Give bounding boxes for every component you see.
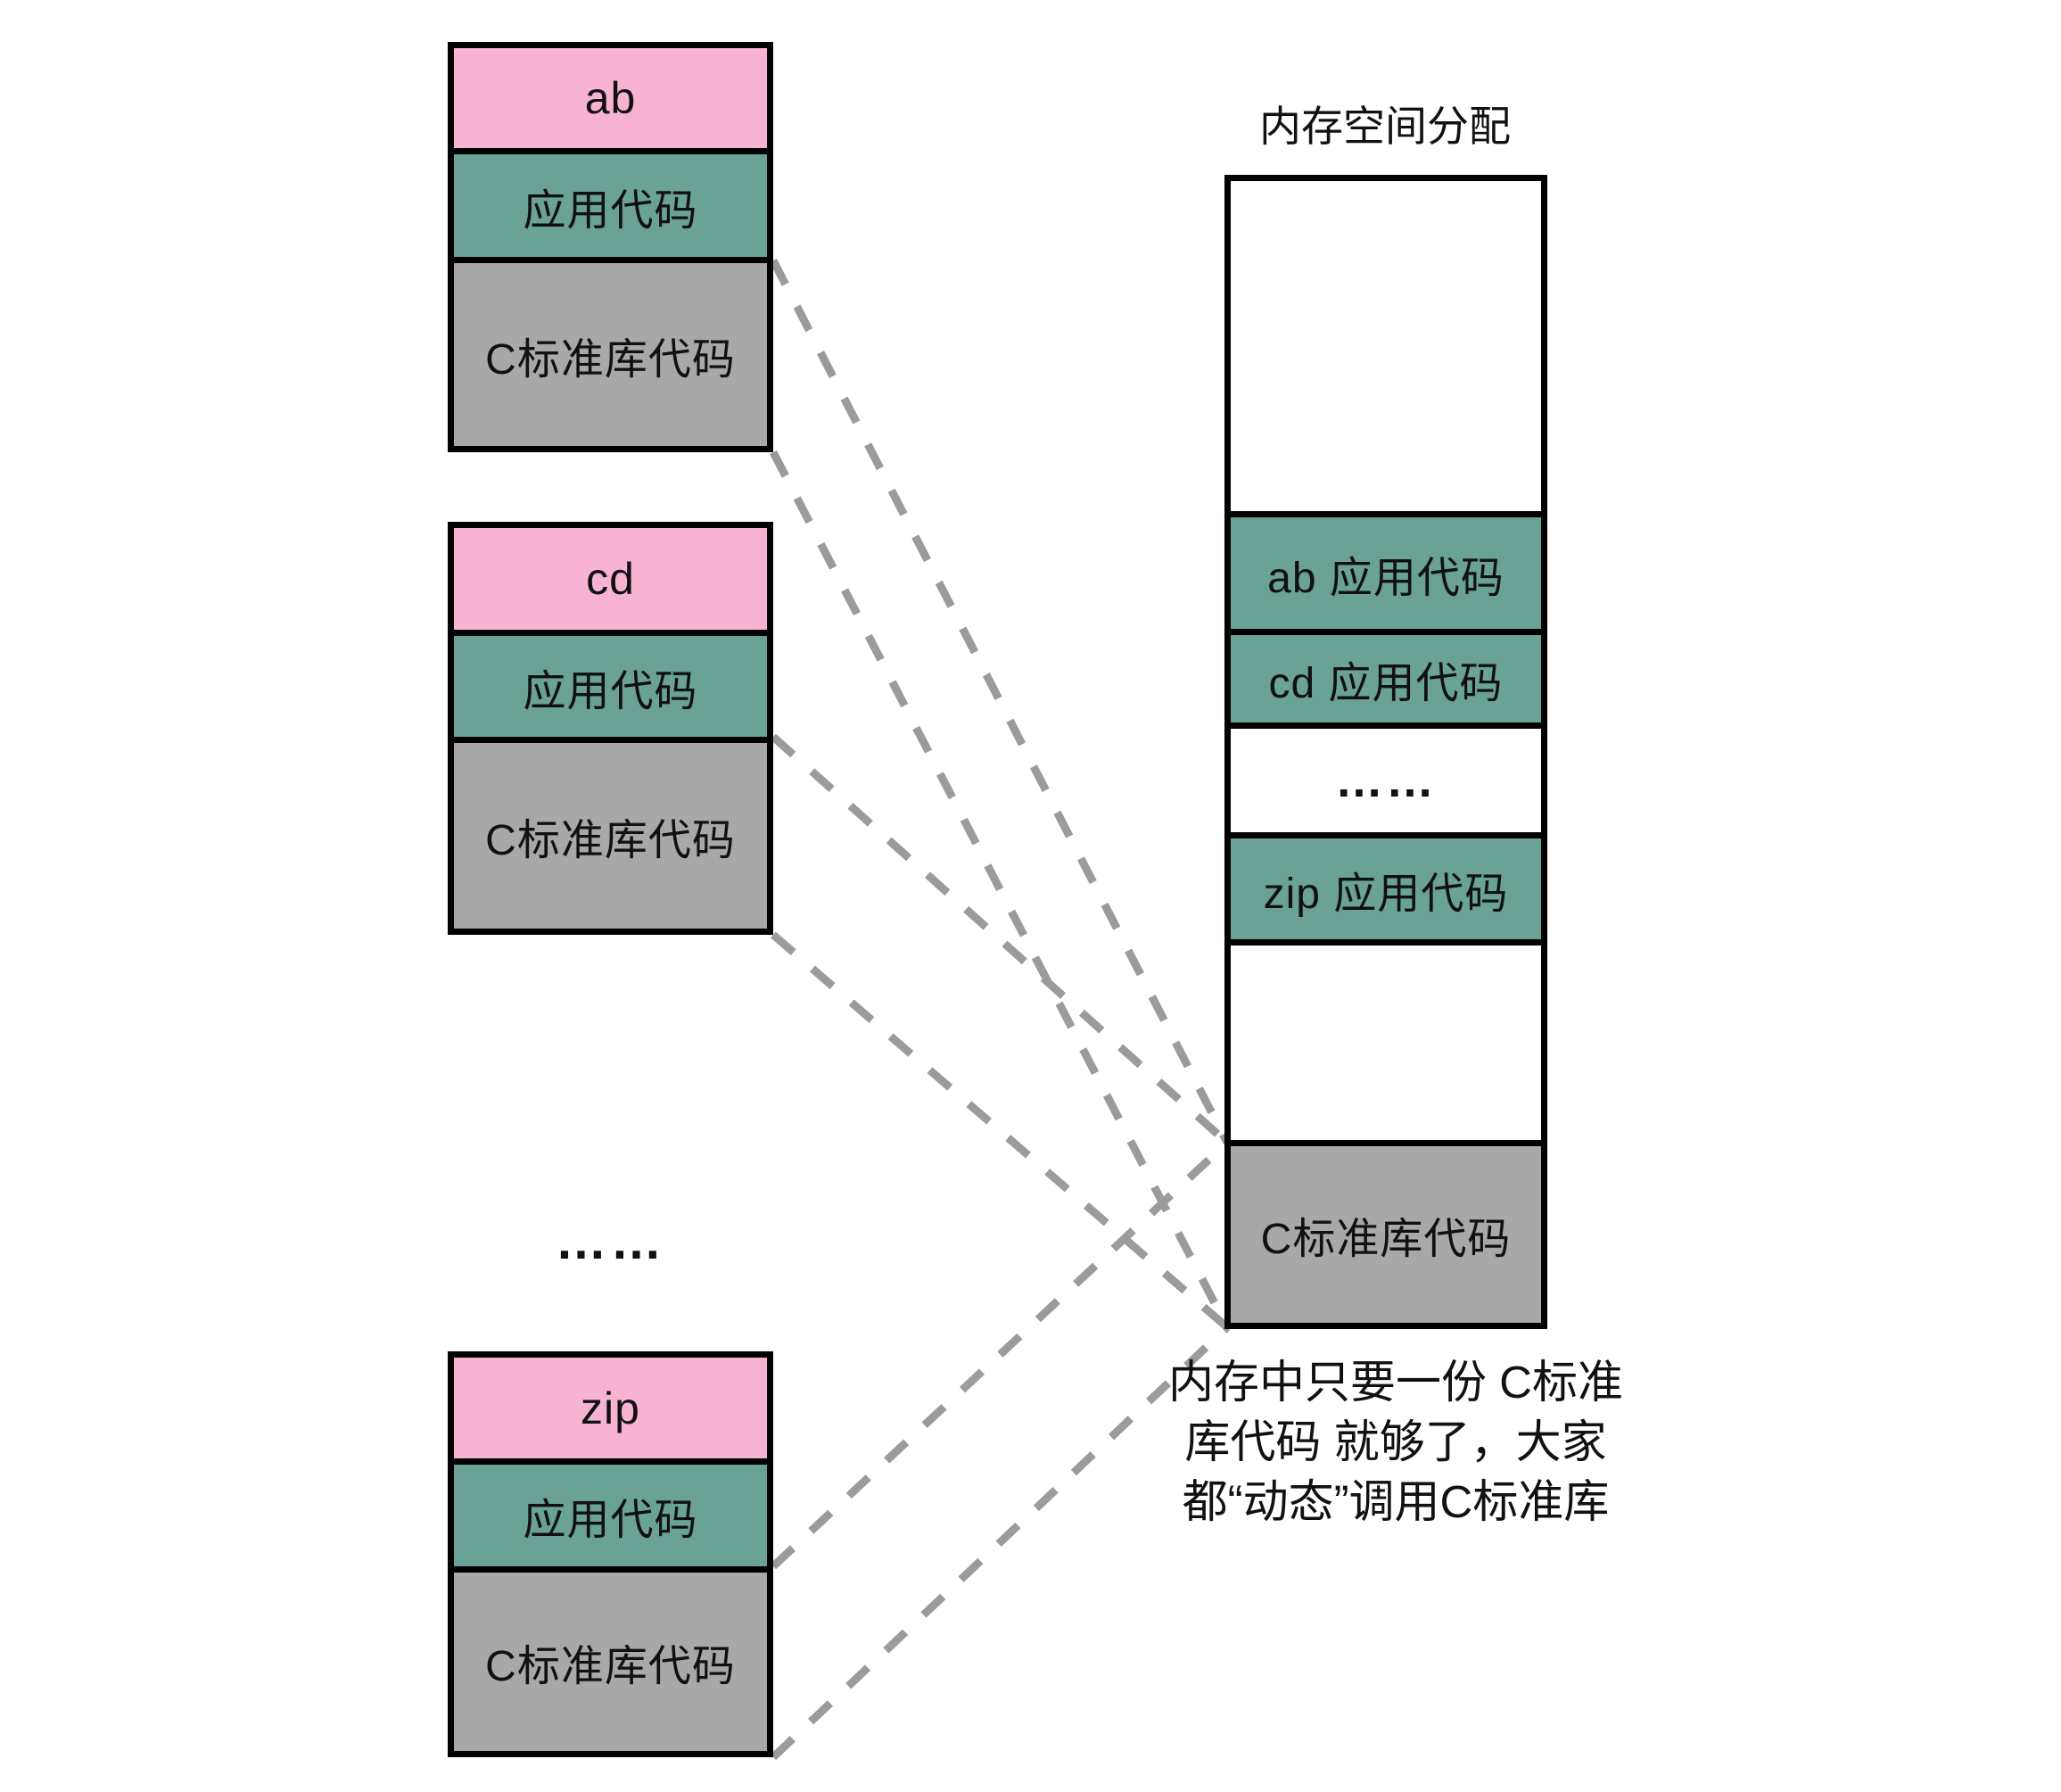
app-code-section: 应用代码 (454, 1458, 767, 1566)
memory-ellipsis-section: …… (1231, 723, 1541, 832)
memory-cd-app-section: cd 应用代码 (1231, 629, 1541, 723)
annotation-text: 内存中只要一份 C标准 库代码 就够了，大家 都“动态”调用C标准库 (1168, 1357, 1624, 1527)
dashed-connector (769, 258, 1232, 1145)
dashed-connector (770, 450, 1231, 1330)
app-code-section: 应用代码 (454, 148, 767, 257)
dashed-connector (771, 733, 1230, 1146)
program-name: cd (454, 528, 767, 630)
memory-clib-section: C标准库代码 (1231, 1140, 1541, 1323)
clib-section: C标准库代码 (454, 257, 767, 446)
program-box-ab: ab 应用代码 C标准库代码 (448, 42, 773, 452)
memory-ab-app-section: ab 应用代码 (1231, 511, 1541, 629)
program-box-zip: zip 应用代码 C标准库代码 (448, 1351, 773, 1757)
dashed-connector (771, 931, 1230, 1331)
program-name: ab (454, 48, 767, 148)
memory-free-section-mid (1231, 939, 1541, 1140)
more-programs-ellipsis: …… (555, 1212, 666, 1270)
dashed-connector (770, 1324, 1231, 1761)
app-code-section: 应用代码 (454, 630, 767, 737)
dashed-connector (770, 1139, 1231, 1570)
memory-free-section-top (1231, 181, 1541, 511)
memory-box: ab 应用代码 cd 应用代码 …… zip 应用代码 C标准库代码 (1224, 175, 1547, 1329)
clib-section: C标准库代码 (454, 1566, 767, 1751)
clib-section: C标准库代码 (454, 737, 767, 929)
program-name: zip (454, 1358, 767, 1458)
memory-zip-app-section: zip 应用代码 (1231, 832, 1541, 939)
memory-title: 内存空间分配 (1259, 103, 1511, 150)
program-box-cd: cd 应用代码 C标准库代码 (448, 522, 773, 935)
